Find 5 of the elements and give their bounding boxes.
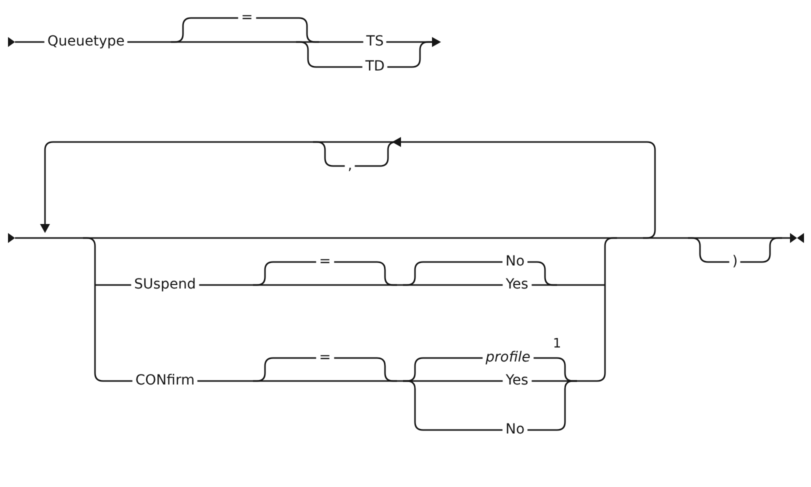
punctuation-label: ) [729,254,741,270]
footnote-number: 1 [552,336,562,352]
keyword-label: Queuetype [44,34,128,50]
keyword-label: SUspend [131,276,199,294]
variable-label: profile [482,350,534,366]
